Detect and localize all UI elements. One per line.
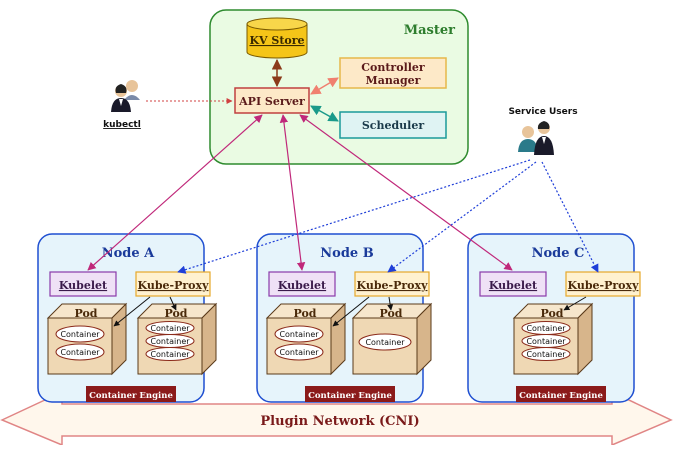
kube-proxy-b-label: Kube-Proxy — [357, 279, 429, 292]
service-users-label: Service Users — [508, 107, 577, 117]
proxy-pod-arrow — [169, 296, 177, 311]
kv-store-label: KV Store — [249, 34, 304, 47]
proxy-pod-arrow — [113, 296, 151, 327]
kube-proxy-b[interactable]: Kube-Proxy — [354, 271, 430, 297]
users-proxy-b-arrow — [387, 161, 537, 273]
container-engine-b[interactable]: Container Engine — [305, 386, 395, 402]
container-b-1-1[interactable]: Container — [274, 325, 324, 343]
controller-manager[interactable]: Controller Manager — [339, 57, 447, 89]
proxy-pod-arrow — [563, 296, 587, 311]
container-label: Container — [526, 324, 566, 333]
api-server-label: API Server — [238, 95, 305, 108]
container-label: Container — [279, 330, 319, 339]
container-label: Container — [150, 324, 190, 333]
users-icon — [518, 121, 554, 155]
users-proxy-a-arrow — [177, 159, 531, 274]
scheduler-label: Scheduler — [362, 119, 425, 132]
kube-proxy-a[interactable]: Kube-Proxy — [135, 271, 211, 297]
container-engine-c-label: Container Engine — [519, 391, 603, 401]
container-label: Container — [279, 348, 319, 357]
kubelet-b-label: Kubelet — [278, 279, 327, 292]
kubelet-b[interactable]: Kubelet — [268, 271, 336, 297]
container-c-1-1[interactable]: Container — [521, 321, 571, 335]
container-a-2-2[interactable]: Container — [145, 334, 195, 348]
kube-proxy-c[interactable]: Kube-Proxy — [565, 271, 641, 297]
node-a-title: Node A — [102, 246, 155, 261]
container-engine-c[interactable]: Container Engine — [516, 386, 606, 402]
container-label: Container — [365, 338, 405, 347]
pod-c-1-label: Pod — [540, 307, 563, 320]
master-title: Master — [404, 23, 455, 38]
scheduler[interactable]: Scheduler — [339, 111, 447, 139]
pod-a-1-label: Pod — [74, 307, 97, 320]
container-label: Container — [526, 350, 566, 359]
container-b-2-1[interactable]: Container — [358, 333, 412, 351]
container-engine-a-label: Container Engine — [89, 391, 173, 401]
kube-proxy-a-label: Kube-Proxy — [138, 279, 210, 292]
plugin-network-band: Plugin Network (CNI) — [0, 390, 673, 447]
controller-manager-line1: Controller — [361, 61, 425, 74]
node-c-title: Node C — [532, 246, 585, 261]
kube-proxy-c-label: Kube-Proxy — [568, 279, 640, 292]
container-label: Container — [60, 348, 100, 357]
pod-b-2-label: Pod — [379, 307, 402, 320]
pod-b-1-label: Pod — [293, 307, 316, 320]
container-engine-a[interactable]: Container Engine — [86, 386, 176, 402]
container-a-1-2[interactable]: Container — [55, 343, 105, 361]
container-c-1-2[interactable]: Container — [521, 334, 571, 348]
container-label: Container — [526, 337, 566, 346]
node-b-title: Node B — [320, 246, 373, 261]
container-engine-b-label: Container Engine — [308, 391, 392, 401]
person-icon — [111, 80, 140, 112]
container-label: Container — [150, 337, 190, 346]
api-server[interactable]: API Server — [234, 87, 310, 114]
users-proxy-c-arrow — [541, 161, 599, 273]
kubelet-c[interactable]: Kubelet — [479, 271, 547, 297]
container-c-1-3[interactable]: Container — [521, 347, 571, 361]
proxy-pod-arrow — [387, 296, 394, 311]
container-label: Container — [60, 330, 100, 339]
container-label: Container — [150, 350, 190, 359]
container-a-2-3[interactable]: Container — [145, 347, 195, 361]
api-kubelet-a-arrow — [87, 114, 263, 271]
container-a-2-1[interactable]: Container — [145, 321, 195, 335]
container-b-1-2[interactable]: Container — [274, 343, 324, 361]
api-controller-arrow — [310, 77, 339, 95]
kubectl-label: kubectl — [103, 120, 141, 130]
api-kubelet-b-arrow — [279, 114, 306, 271]
kubelet-c-label: Kubelet — [489, 279, 538, 292]
kubelet-a-label: Kubelet — [59, 279, 108, 292]
kubectl-user[interactable]: kubectl — [103, 80, 141, 130]
proxy-pod-arrow — [332, 296, 370, 327]
container-a-1-1[interactable]: Container — [55, 325, 105, 343]
pod-a-2-label: Pod — [164, 307, 187, 320]
kubelet-a[interactable]: Kubelet — [49, 271, 117, 297]
kv-store[interactable]: KV Store — [246, 17, 308, 59]
controller-manager-line2: Manager — [366, 74, 421, 87]
api-kubelet-c-arrow — [299, 114, 513, 271]
plugin-network-label: Plugin Network (CNI) — [260, 414, 419, 429]
service-users[interactable]: Service Users — [508, 107, 578, 155]
